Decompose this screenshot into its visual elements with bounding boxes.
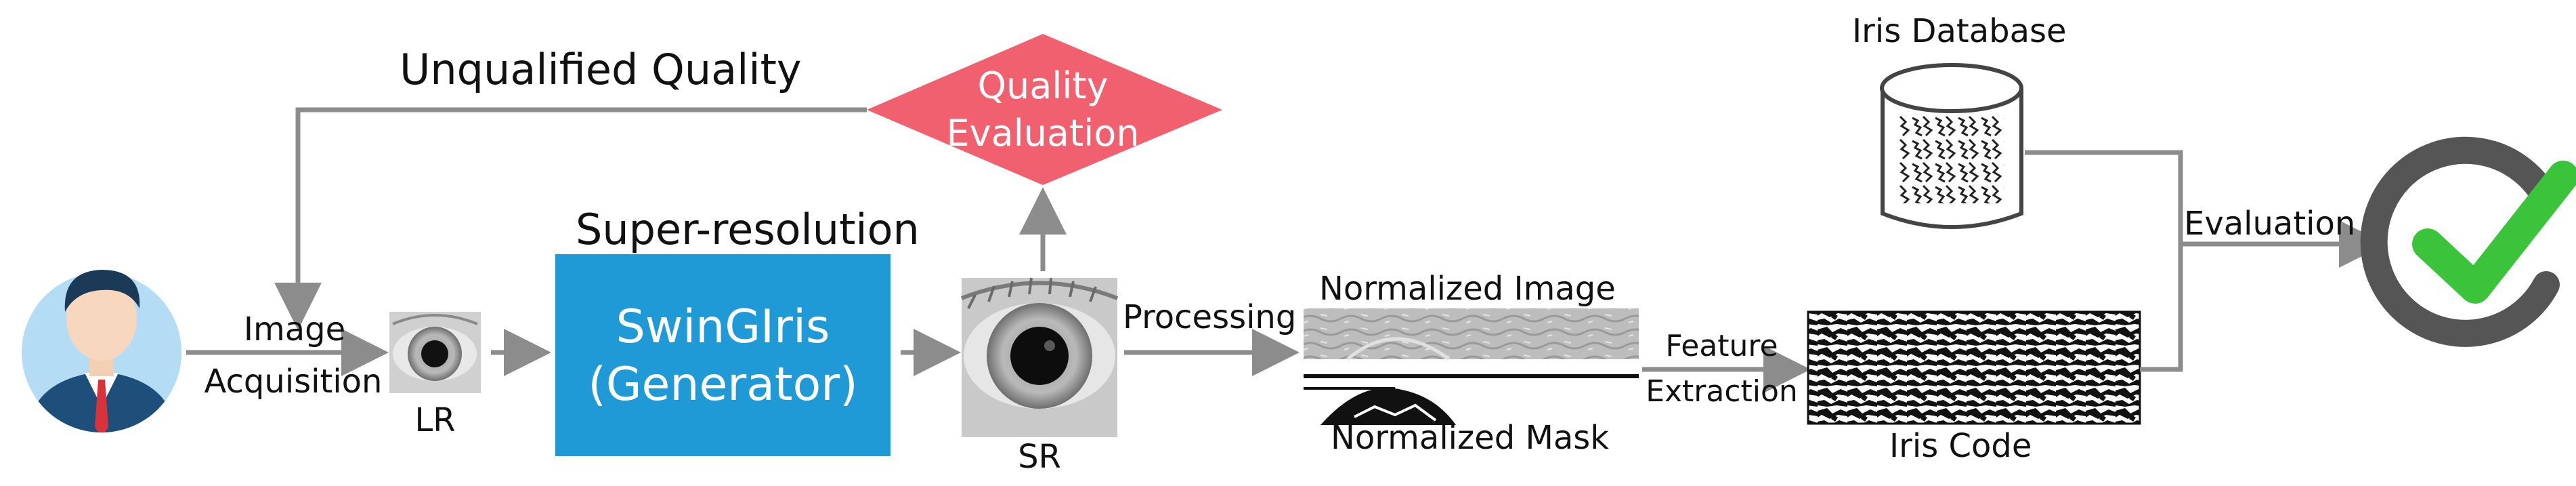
normalized-mask [1304,374,1639,425]
iris-database-label: Iris Database [1852,12,2067,50]
database-to-evaluation-line [2025,150,2183,244]
lr-label: LR [414,401,456,439]
generator-box [555,254,890,456]
processing-label: Processing [1123,298,1297,336]
generator-label: SwinGIris (Generator) [555,298,890,413]
feature-extraction-line2: Extraction [1646,374,1798,409]
iris-code-image [1807,310,2141,425]
image-acquisition-line2: Acquisition [204,363,383,401]
person-avatar-icon [22,270,181,432]
checkmark-circle-icon [2360,136,2576,347]
sr-label: SR [1018,438,1061,476]
quality-evaluation-line1: Quality [977,64,1109,107]
feedback-arrow [274,107,867,330]
super-resolution-label: Super-resolution [576,205,920,254]
database-cylinder-icon [1880,63,2023,229]
normalized-mask-label: Normalized Mask [1331,419,1610,457]
quality-evaluation-diamond [867,34,1222,185]
feature-extraction-line1: Feature [1665,329,1778,363]
iris-code-label: Iris Code [1889,427,2032,465]
sr-eye-image [960,277,1119,437]
evaluation-label: Evaluation [2184,205,2356,243]
lr-eye-image [389,312,481,393]
quality-evaluation-line2: Evaluation [946,112,1140,155]
generator-line1: SwinGIris [616,300,830,354]
quality-evaluation-label: Quality Evaluation [901,62,1185,157]
normalized-image-label: Normalized Image [1319,270,1616,308]
image-acquisition-line1: Image [243,310,346,348]
generator-line2: (Generator) [588,358,858,411]
code-to-evaluation-line [2140,237,2183,372]
normalized-image [1304,308,1639,361]
unqualified-quality-label: Unqualified Quality [400,45,802,94]
